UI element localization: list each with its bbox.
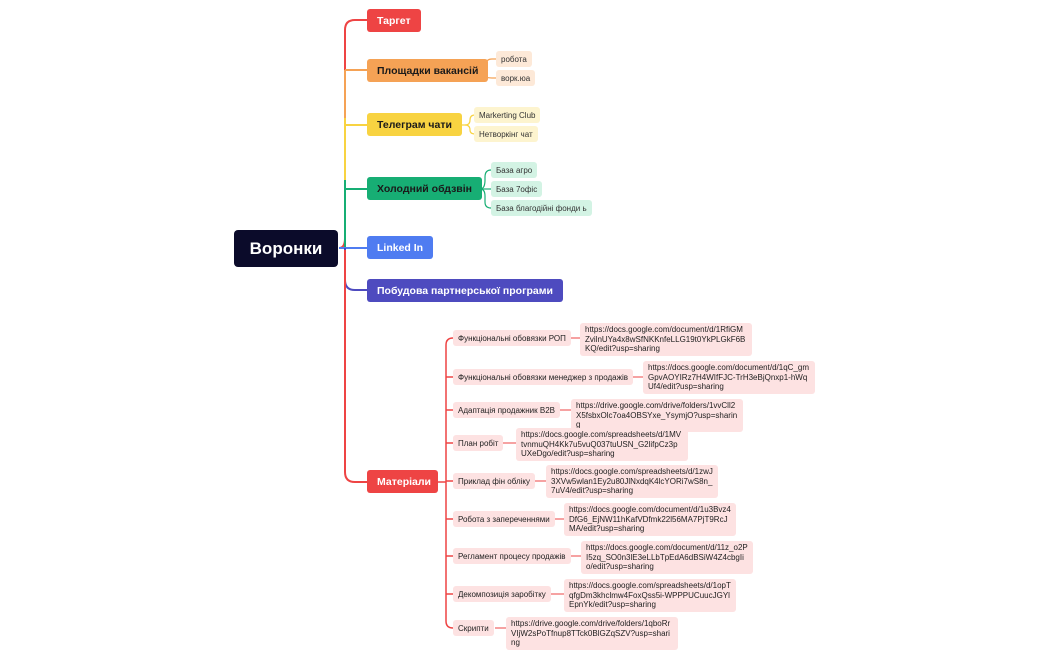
root-node[interactable]: Воронки — [234, 230, 338, 267]
material-adaptation-b2b-link[interactable]: https://drive.google.com/drive/folders/1… — [571, 399, 743, 432]
branch-telegram[interactable]: Телеграм чати — [367, 113, 462, 136]
material-scripts[interactable]: Скрипти — [453, 620, 494, 636]
leaf-rabota[interactable]: робота — [496, 51, 532, 67]
leaf-networking-chat[interactable]: Нетворкінг чат — [474, 126, 538, 142]
material-work-plan-link[interactable]: https://docs.google.com/spreadsheets/d/1… — [516, 428, 688, 461]
material-manager-duties[interactable]: Функціональні обовязки менеджер з продаж… — [453, 369, 633, 385]
material-finance-example-link[interactable]: https://docs.google.com/spreadsheets/d/1… — [546, 465, 718, 498]
branch-partner-program[interactable]: Побудова партнерської програми — [367, 279, 563, 302]
connector-cold-calls — [344, 180, 367, 190]
material-adaptation-b2b[interactable]: Адаптація продажник B2B — [453, 402, 560, 418]
connector-materials — [344, 250, 367, 483]
material-finance-example[interactable]: Приклад фін обліку — [453, 473, 535, 489]
material-sales-process-link[interactable]: https://docs.google.com/document/d/11z_o… — [581, 541, 753, 574]
leaf-base-7office[interactable]: База 7офіс — [491, 181, 543, 197]
branch-job-sites[interactable]: Площадки вакансій — [367, 59, 489, 82]
leaf-work-ua[interactable]: ворк.юа — [496, 70, 536, 86]
material-earnings-decomposition-link[interactable]: https://docs.google.com/spreadsheets/d/1… — [564, 579, 736, 612]
material-sales-process[interactable]: Регламент процесу продажів — [453, 548, 571, 564]
material-rop-duties-link[interactable]: https://docs.google.com/document/d/1RfiG… — [580, 323, 752, 356]
branch-cold-calls[interactable]: Холодний обдзвін — [367, 177, 483, 200]
material-rop-duties[interactable]: Функціональні обовязки РОП — [453, 330, 571, 346]
leaf-base-charity[interactable]: База благодійні фонди ь — [491, 200, 592, 216]
branch-target[interactable]: Таргет — [367, 9, 421, 32]
material-objections-link[interactable]: https://docs.google.com/document/d/1u3Bv… — [564, 503, 736, 536]
connector-partner — [344, 248, 367, 291]
branch-materials[interactable]: Матеріали — [367, 470, 438, 493]
material-scripts-link[interactable]: https://drive.google.com/drive/folders/1… — [506, 617, 678, 650]
material-manager-duties-link[interactable]: https://docs.google.com/document/d/1qC_g… — [643, 361, 815, 394]
leaf-marketing-club[interactable]: Markerting Club — [474, 107, 541, 123]
material-objections[interactable]: Робота з запереченнями — [453, 511, 555, 527]
material-work-plan[interactable]: План робіт — [453, 435, 504, 451]
branch-linkedin[interactable]: Linked In — [367, 236, 434, 259]
leaf-base-agro[interactable]: База агро — [491, 162, 538, 178]
connector-target — [338, 19, 367, 249]
material-earnings-decomposition[interactable]: Декомпозиція заробітку — [453, 586, 551, 602]
connector-telegram — [344, 118, 367, 126]
